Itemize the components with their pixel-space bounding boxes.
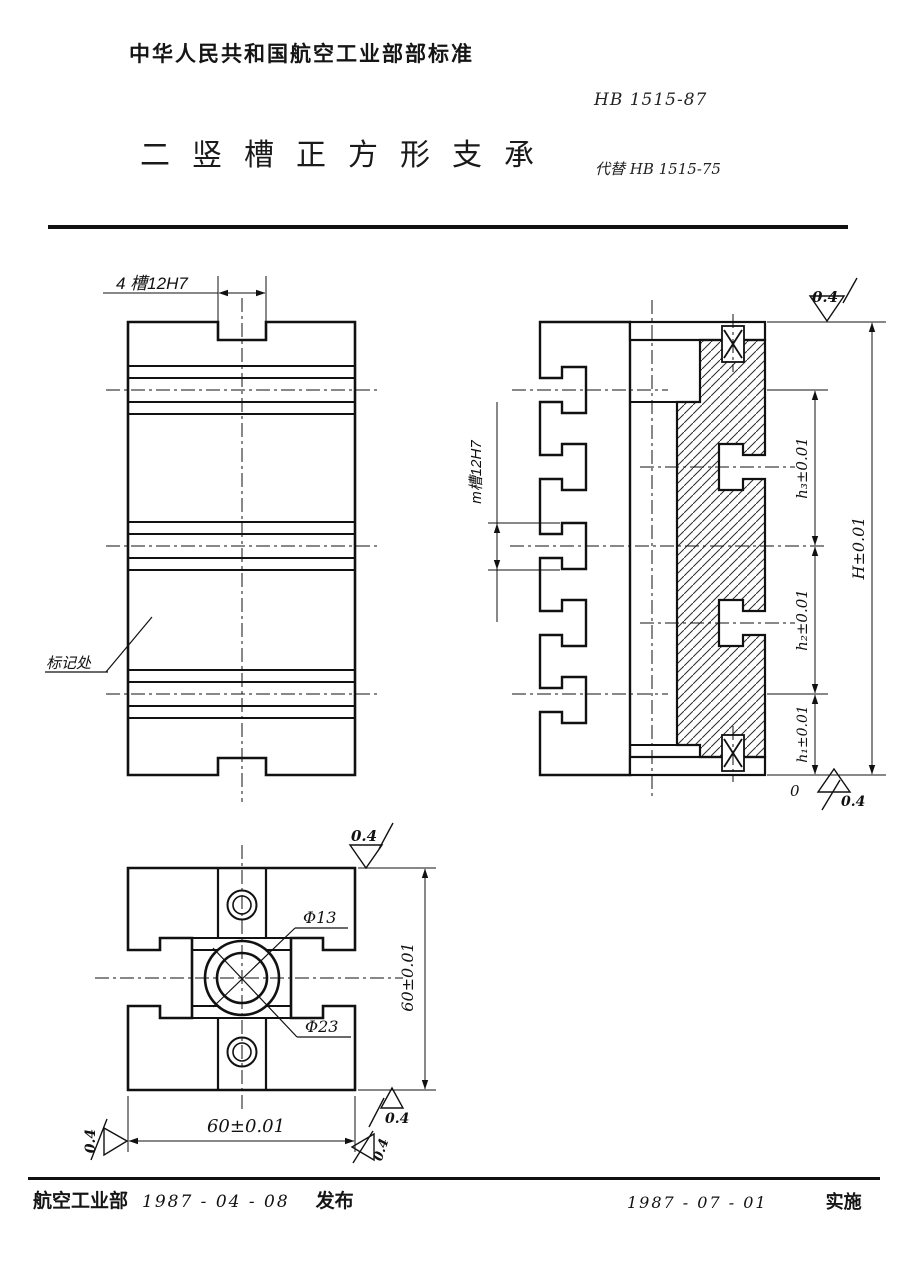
front-view-center-lines xyxy=(106,298,377,802)
dim-h2-label: h₂±0.01 xyxy=(793,589,811,651)
finish-bottom-value: 0.4 xyxy=(841,794,865,810)
front-view-slot-dimension xyxy=(103,276,267,330)
plan-view-center-lines xyxy=(95,845,403,1112)
finish-plan-top-value: 0.4 xyxy=(351,827,377,845)
footer-issuer: 航空工业部 xyxy=(33,1191,129,1212)
side-view: m槽12H7 h₃±0.01 h₂±0.01 h₁±0.01 H±0.01 0 xyxy=(468,277,886,811)
supersedes-note: 代替 HB 1515-75 xyxy=(595,160,721,178)
side-view-left-column xyxy=(538,320,632,777)
screw-hole-bottom xyxy=(226,1036,258,1068)
plan-view: Φ13 Φ23 0.4 60±0.01 xyxy=(83,822,436,1164)
finish-mark-plan-bottom-right-b-icon xyxy=(350,1130,375,1164)
dim-h1-label: h₁±0.01 xyxy=(795,705,811,763)
footer-issue-block: 航空工业部 1987 - 04 - 08 发布 xyxy=(33,1186,354,1213)
side-view-web-lines xyxy=(630,401,677,746)
footer-divider xyxy=(28,1177,880,1180)
front-view-body-outline xyxy=(126,320,357,777)
footer-implement-action: 实施 xyxy=(825,1192,862,1212)
plan-view-horizontal-dimension xyxy=(127,1096,356,1152)
plan-view-slot-verticals xyxy=(216,868,268,1090)
side-view-hatched-section xyxy=(675,338,767,759)
finish-mark-top-icon xyxy=(808,277,858,323)
standard-authority-line: 中华人民共和国航空工业部部标准 xyxy=(129,43,474,66)
dim-H-label: H±0.01 xyxy=(849,517,868,581)
front-view-mark-leader xyxy=(45,616,153,673)
side-view-slot-dimension xyxy=(488,402,560,622)
finish-mark-plan-top-icon xyxy=(348,822,394,870)
footer-implement-date: 1987 - 07 - 01 xyxy=(627,1193,768,1212)
finish-plan-bottom-right-a-value: 0.4 xyxy=(385,1111,409,1127)
finish-mark-plan-bottom-right-a-icon xyxy=(368,1086,405,1128)
dia-hole-label: Φ13 xyxy=(303,908,336,927)
header-divider xyxy=(48,225,848,229)
plan-view-body-outline xyxy=(126,866,357,1092)
finish-plan-bottom-right-b-value: 0.4 xyxy=(371,1137,392,1163)
footer-issue-date: 1987 - 04 - 08 xyxy=(142,1192,290,1212)
plan-view-vertical-dimension xyxy=(358,867,436,1091)
front-view-mark-callout: 标记处 xyxy=(46,655,92,672)
side-view-center-lines xyxy=(510,300,826,798)
finish-mark-bottom-icon xyxy=(816,767,852,811)
front-view-slot-lines xyxy=(128,365,355,719)
front-view-slot-callout: 4 槽12H7 xyxy=(116,274,188,293)
dia-counterbore-leader xyxy=(212,947,351,1038)
datum-zero-label: 0 xyxy=(790,782,800,800)
standard-number: HB 1515-87 xyxy=(594,90,708,110)
finish-plan-bottom-left-value: 0.4 xyxy=(83,1129,99,1153)
footer-implement-block: 1987 - 07 - 01 实施 xyxy=(627,1188,862,1214)
side-view-extension-lines xyxy=(767,321,886,776)
dia-counterbore-label: Φ23 xyxy=(305,1017,338,1036)
dim-height-label: 60±0.01 xyxy=(398,942,417,1011)
dia-hole-leader xyxy=(212,927,348,1008)
front-view: 4 槽12H7 标记处 xyxy=(45,274,377,802)
dim-width-label: 60±0.01 xyxy=(207,1116,285,1137)
side-view-h-chain xyxy=(811,322,876,775)
dim-h3-label: h₃±0.01 xyxy=(793,437,811,499)
footer-issue-action: 发布 xyxy=(315,1191,354,1212)
page-title: 二竖槽正方形支承 xyxy=(140,138,556,173)
side-view-slot-callout: m槽12H7 xyxy=(468,440,485,504)
finish-mark-plan-bottom-left-icon xyxy=(90,1118,129,1161)
finish-top-value: 0.4 xyxy=(812,288,838,306)
